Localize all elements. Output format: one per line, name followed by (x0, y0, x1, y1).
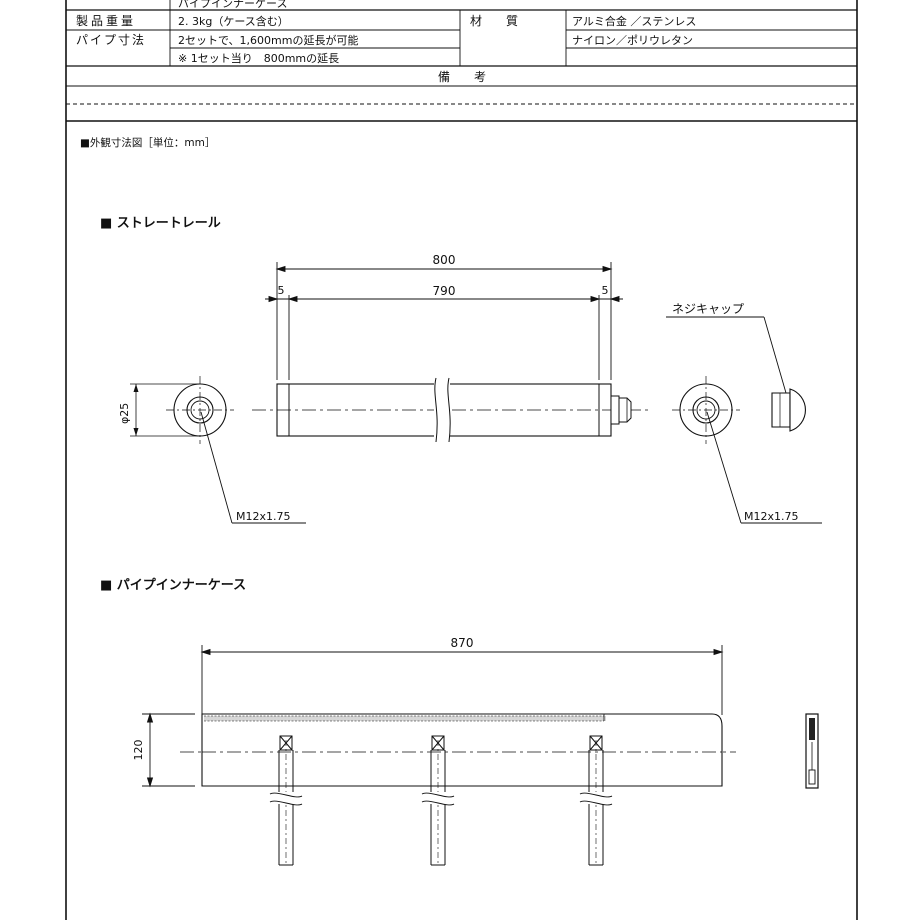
rail-title: ■ ストレートレール (100, 216, 221, 231)
rail-dimensions (265, 262, 623, 380)
rail-end-view-right (672, 376, 822, 524)
mount-bracket-1 (269, 735, 303, 866)
rail-body (252, 376, 648, 444)
pipe-value-2: ※ 1セット当り 800mmの延長 (178, 51, 339, 65)
rail-end-view-left (130, 376, 306, 524)
dim-870: 870 (451, 636, 474, 650)
material-value-1: アルミ合金 ／ステンレス (572, 14, 696, 28)
thread-left-label: M12x1.75 (236, 510, 291, 523)
pipe-label: パイプ寸法 (76, 33, 146, 47)
dim-5-right: 5 (602, 284, 609, 297)
case-side-view (805, 713, 819, 789)
pipe-value-1: 2セットで、1,600mmの延長が可能 (178, 33, 358, 47)
spec-table (65, 0, 858, 920)
dim-790: 790 (433, 284, 456, 298)
case-body (180, 713, 736, 787)
dim-5-left: 5 (278, 284, 285, 297)
thread-right-label: M12x1.75 (744, 510, 799, 523)
case-dimensions (142, 645, 724, 788)
case-title: ■ パイプインナーケース (100, 578, 246, 593)
dim-120: 120 (132, 740, 145, 761)
top-title: パイプインナーケース (178, 0, 287, 10)
mount-bracket-3 (579, 735, 613, 866)
screw-cap (666, 316, 806, 432)
weight-value: 2. 3kg（ケース含む） (178, 14, 289, 28)
drawing-heading: ■外観寸法図［単位：mm］ (80, 136, 215, 149)
material-value-2: ナイロン／ポリウレタン (572, 34, 693, 47)
weight-label: 製品重量 (76, 14, 136, 28)
material-label: 材 質 (470, 13, 518, 28)
dim-dia25: φ25 (118, 403, 131, 424)
remarks-label: 備 考 (438, 69, 486, 84)
mount-bracket-2 (421, 735, 455, 866)
screw-cap-label: ネジキャップ (672, 302, 744, 316)
dim-800: 800 (433, 253, 456, 267)
